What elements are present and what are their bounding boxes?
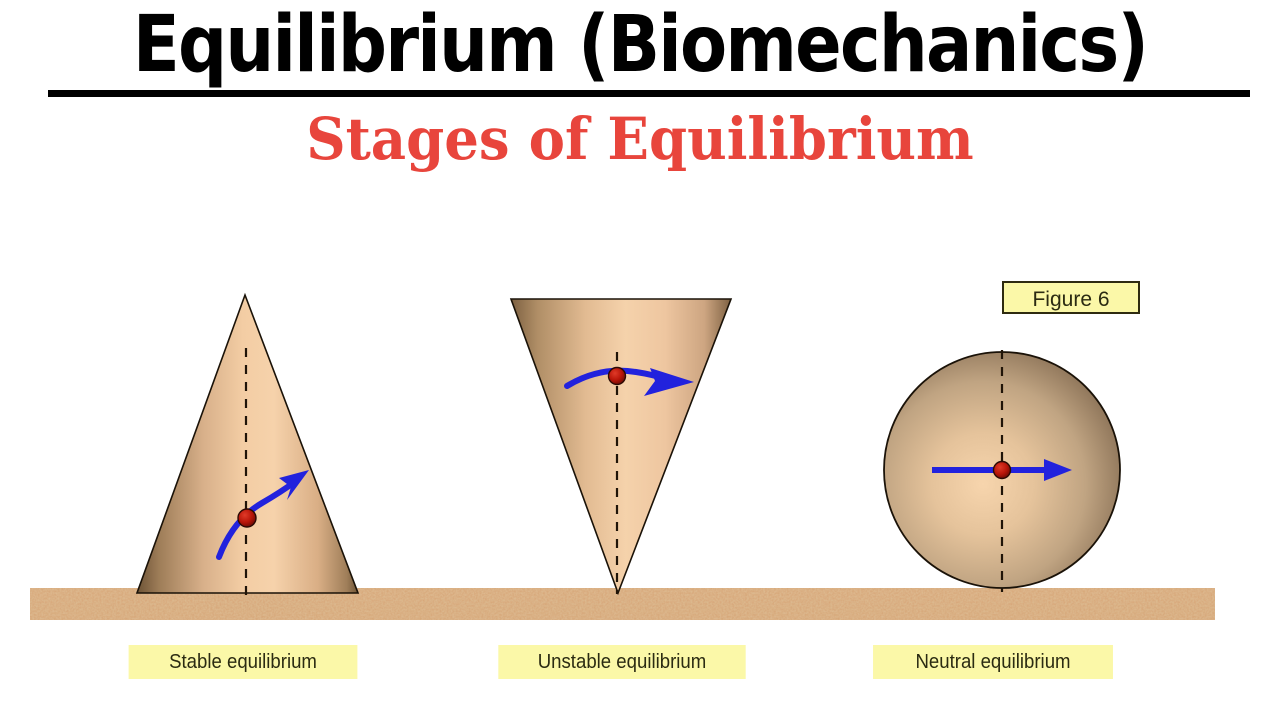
arrow-curve-stable — [216, 478, 299, 560]
center-of-gravity-dot-stable — [237, 508, 257, 528]
figure-stable-cone — [135, 292, 360, 597]
figure-neutral-ball — [883, 350, 1121, 592]
title-underline — [48, 90, 1250, 97]
page-title: Equilibrium (Biomechanics) — [132, 0, 1149, 90]
center-of-gravity-dot-neutral — [992, 460, 1012, 480]
page-subtitle: Stages of Equilibrium — [306, 105, 974, 173]
figure-number-tag: Figure 6 — [1002, 281, 1140, 314]
arrow-head-neutral — [1044, 459, 1072, 481]
cone-inverted-shape — [509, 298, 733, 596]
center-of-gravity-dot-unstable — [607, 366, 627, 386]
arrow-head-stable — [279, 470, 309, 500]
figure-unstable-cone — [509, 298, 733, 596]
caption-neutral-equilibrium: Neutral equilibrium — [873, 645, 1113, 679]
title-block: Equilibrium (Biomechanics) — [0, 0, 1280, 88]
caption-stable-equilibrium: Stable equilibrium — [128, 645, 358, 679]
cone-upright-shape — [135, 292, 360, 594]
caption-unstable-equilibrium: Unstable equilibrium — [498, 645, 746, 679]
arrow-head-unstable — [644, 368, 694, 396]
